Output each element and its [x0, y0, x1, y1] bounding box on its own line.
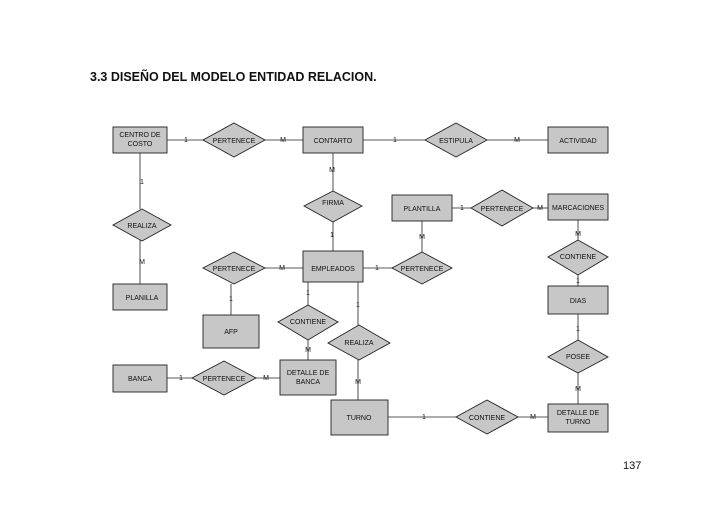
cardinality-many: M: [305, 347, 311, 354]
relationship-contiene-marcaciones: CONTIENE: [547, 239, 609, 276]
cardinality-one: 1: [179, 375, 183, 382]
cardinality-many: M: [514, 137, 520, 144]
entity-label-line2: BANCA: [296, 379, 320, 386]
relationship-label: PERTENECE: [213, 138, 256, 145]
entity-planilla: PLANILLA: [112, 283, 168, 311]
entity-label: AFP: [224, 329, 238, 336]
relationship-posee: POSEE: [547, 339, 609, 374]
relationship-label: REALIZA: [127, 223, 157, 230]
cardinality-one: 1: [330, 232, 334, 239]
relationship-firma: FIRMA: [303, 190, 363, 223]
cardinality-many: M: [530, 414, 536, 421]
relationship-estipula: ESTIPULA: [424, 122, 488, 158]
cardinality-one: 1: [576, 278, 580, 285]
entity-detalle-de-turno: DETALLE DE TURNO: [547, 403, 609, 433]
entity-label-line2: COSTO: [128, 141, 153, 148]
cardinality-many: M: [575, 231, 581, 238]
entity-label: PLANTILLA: [404, 206, 441, 213]
relationship-contiene-detalle-banca: CONTIENE: [277, 304, 339, 341]
cardinality-many: M: [419, 234, 425, 241]
entity-dias: DIAS: [547, 285, 609, 315]
entity-label-line2: TURNO: [566, 419, 591, 426]
entity-label-line1: DETALLE DE: [287, 370, 330, 377]
cardinality-one: 1: [460, 205, 464, 212]
entity-turno: TURNO: [330, 399, 389, 436]
entity-label: BANCA: [128, 376, 152, 383]
cardinality-many: M: [537, 205, 543, 212]
cardinality-many: M: [329, 167, 335, 174]
cardinality-labels: 1 M 1 M 1 M M 1 1 M M M 1 M 1 1 1 M 1 M …: [139, 137, 581, 421]
entity-detalle-de-banca: DETALLE DE BANCA: [279, 359, 337, 396]
cardinality-one: 1: [393, 137, 397, 144]
relationship-label: CONTIENE: [560, 254, 597, 261]
entity-marcaciones: MARCACIONES: [547, 193, 609, 221]
cardinality-many: M: [279, 265, 285, 272]
relationship-label: PERTENECE: [401, 266, 444, 273]
relationship-pertenece-empleados: PERTENECE: [391, 251, 453, 285]
relationship-label: CONTIENE: [290, 319, 327, 326]
entity-label: EMPLEADOS: [311, 266, 355, 273]
relationship-pertenece-banca: PERTENECE: [191, 360, 257, 396]
relationship-label: PERTENECE: [481, 206, 524, 213]
relationship-pertenece-centro: PERTENECE: [202, 122, 266, 158]
page-title: 3.3 DISEÑO DEL MODELO ENTIDAD RELACION.: [90, 70, 377, 84]
entity-label: MARCACIONES: [552, 205, 604, 212]
entity-label: DIAS: [570, 298, 587, 305]
cardinality-one: 1: [306, 290, 310, 297]
entity-centro-de-costo: CENTRO DE COSTO: [112, 126, 168, 154]
cardinality-one: 1: [422, 414, 426, 421]
relationship-label: FIRMA: [322, 200, 344, 207]
cardinality-many: M: [139, 259, 145, 266]
entity-actividad: ACTIVIDAD: [547, 126, 609, 154]
entity-label-line1: DETALLE DE: [557, 410, 600, 417]
cardinality-one: 1: [375, 265, 379, 272]
entity-label-line1: CENTRO DE: [119, 132, 161, 139]
relationship-label: REALIZA: [344, 340, 374, 347]
relationship-realiza-turno: REALIZA: [327, 324, 391, 361]
connection-lines: [139, 139, 579, 418]
cardinality-one: 1: [356, 302, 360, 309]
cardinality-many: M: [355, 379, 361, 386]
relationship-realiza-planilla: REALIZA: [112, 208, 172, 242]
entity-afp: AFP: [202, 314, 260, 349]
entity-contarto: CONTARTO: [302, 126, 364, 154]
entity-banca: BANCA: [112, 364, 168, 393]
entity-label: ACTIVIDAD: [559, 138, 596, 145]
relationship-pertenece-afp: PERTENECE: [202, 251, 266, 285]
cardinality-many: M: [280, 137, 286, 144]
page-number: 137: [623, 460, 642, 472]
cardinality-one: 1: [229, 296, 233, 303]
entity-label: CONTARTO: [314, 138, 353, 145]
relationship-contiene-turno: CONTIENE: [455, 399, 519, 435]
cardinality-one: 1: [576, 326, 580, 333]
entity-plantilla: PLANTILLA: [391, 194, 453, 222]
relationship-pertenece-plantilla: PERTENECE: [470, 189, 534, 227]
entity-label: PLANILLA: [126, 295, 159, 302]
relationship-label: ESTIPULA: [439, 138, 473, 145]
relationship-label: POSEE: [566, 354, 590, 361]
entity-empleados: EMPLEADOS: [302, 250, 364, 283]
entity-label: TURNO: [347, 415, 372, 422]
cardinality-one: 1: [184, 137, 188, 144]
relationship-label: CONTIENE: [469, 415, 506, 422]
relationship-label: PERTENECE: [213, 266, 256, 273]
cardinality-one: 1: [140, 179, 144, 186]
cardinality-many: M: [575, 386, 581, 393]
relationship-label: PERTENECE: [203, 376, 246, 383]
cardinality-many: M: [263, 375, 269, 382]
